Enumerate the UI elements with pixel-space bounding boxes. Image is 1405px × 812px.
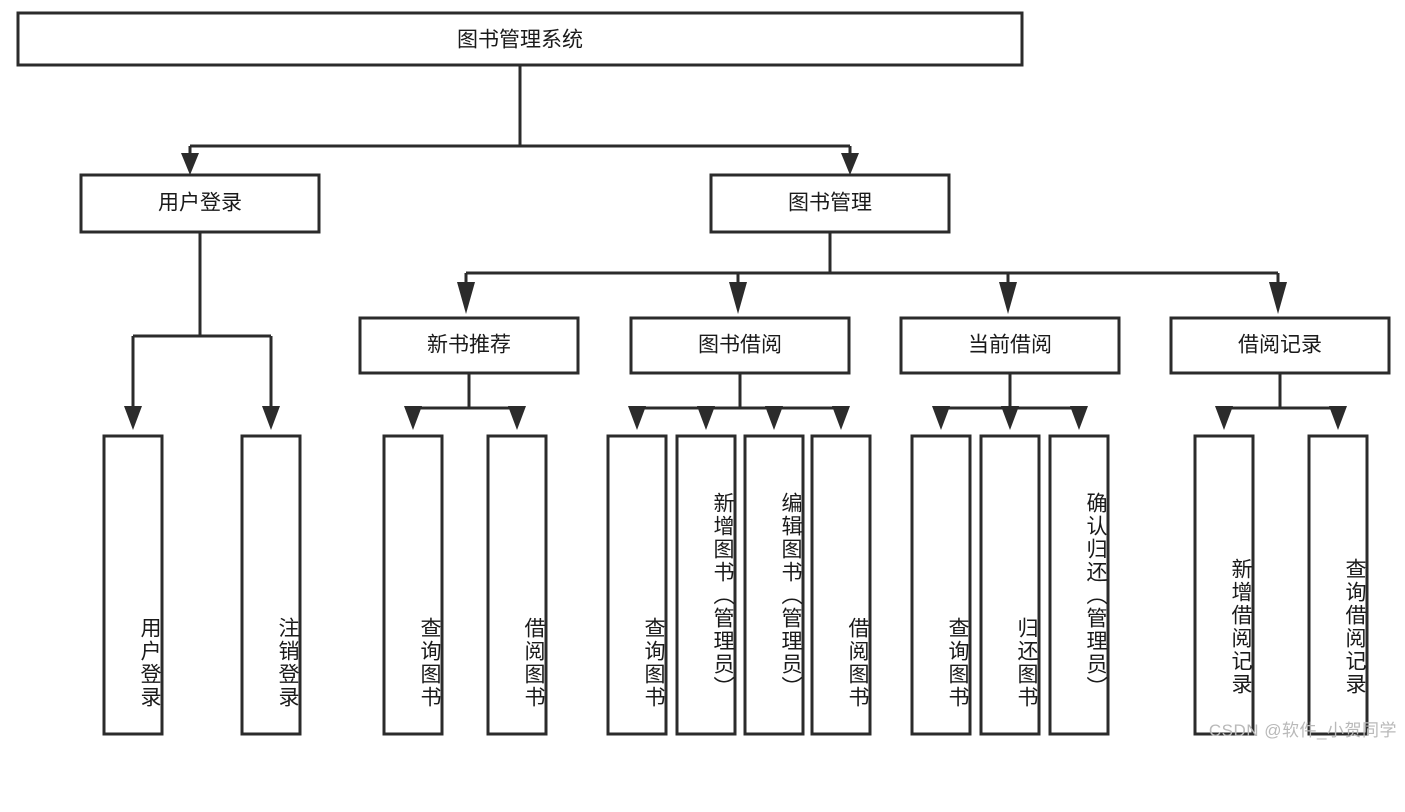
node-leaf-query-record-box[interactable] [1307, 434, 1369, 736]
arrow-head-leaf-user-login [124, 406, 142, 430]
arrow-head-user-login [181, 153, 199, 175]
node-book-manage[interactable]: 图书管理 [709, 173, 951, 234]
node-borrow-record-label: 借阅记录 [1238, 334, 1322, 357]
node-current-borrow-label: 当前借阅 [968, 334, 1052, 357]
node-borrow-record-box[interactable] [1169, 316, 1391, 375]
arrow-head-leaf-query-book-1 [404, 406, 422, 430]
arrow-head-leaf-borrow-book-1 [508, 406, 526, 430]
node-new-book-recommend-label: 新书推荐 [427, 334, 511, 357]
arrow-head-leaf-query-book-2 [628, 406, 646, 430]
node-borrow-record[interactable]: 借阅记录 [1169, 316, 1391, 375]
arrow-head-borrow-record [1269, 282, 1287, 314]
arrow-head-leaf-add-record [1215, 406, 1233, 430]
arrow-head-leaf-query-book-3 [932, 406, 950, 430]
node-book-borrow-label: 图书借阅 [698, 334, 782, 357]
node-leaf-confirm-return-box[interactable] [1048, 434, 1110, 736]
node-leaf-query-book-3-box[interactable] [910, 434, 972, 736]
node-current-borrow[interactable]: 当前借阅 [899, 316, 1121, 375]
node-book-manage-label: 图书管理 [788, 192, 872, 215]
node-current-borrow-box[interactable] [899, 316, 1121, 375]
node-leaf-query-book-1-box[interactable] [382, 434, 444, 736]
watermark-label: CSDN @软件_小贺同学 [1208, 721, 1397, 740]
node-new-book-recommend-box[interactable] [358, 316, 580, 375]
node-book-manage-box[interactable] [709, 173, 951, 234]
arrow-head-leaf-edit-book [765, 406, 783, 430]
arrow-head-leaf-add-book [697, 406, 715, 430]
arrow-head-leaf-return-book [1001, 406, 1019, 430]
arrow-head-book-borrow [729, 282, 747, 314]
node-leaf-add-book-box[interactable] [675, 434, 737, 736]
node-user-login-box[interactable] [79, 173, 321, 234]
node-leaf-return-book-box[interactable] [979, 434, 1041, 736]
node-leaf-edit-book-box[interactable] [743, 434, 805, 736]
arrow-head-leaf-query-record [1329, 406, 1347, 430]
node-leaf-borrow-book-2-box[interactable] [810, 434, 872, 736]
node-root-box[interactable] [16, 11, 1024, 67]
node-user-login[interactable]: 用户登录 [79, 173, 321, 234]
node-leaf-borrow-book-1-box[interactable] [486, 434, 548, 736]
arrow-head-new-book-recommend [457, 282, 475, 314]
arrow-head-leaf-confirm-return [1070, 406, 1088, 430]
arrow-head-current-borrow [999, 282, 1017, 314]
node-leaf-query-book-2-box[interactable] [606, 434, 668, 736]
node-book-borrow[interactable]: 图书借阅 [629, 316, 851, 375]
edges-group [124, 65, 1347, 430]
node-root[interactable]: 图书管理系统 [16, 11, 1024, 67]
arrow-head-leaf-logout-login [262, 406, 280, 430]
node-leaf-add-record-box[interactable] [1193, 434, 1255, 736]
node-new-book-recommend[interactable]: 新书推荐 [358, 316, 580, 375]
node-book-borrow-box[interactable] [629, 316, 851, 375]
node-user-login-label: 用户登录 [158, 192, 242, 215]
diagram-canvas: 图书管理系统 用户登录 图书管理 新书推荐 图书借阅 当前借阅 借阅记录 [16, 11, 1397, 740]
arrow-head-leaf-borrow-book-2 [832, 406, 850, 430]
node-leaf-logout-login-box[interactable] [240, 434, 302, 736]
org-chart-svg: 图书管理系统 用户登录 图书管理 新书推荐 图书借阅 当前借阅 借阅记录 [16, 11, 1391, 736]
node-leaf-user-login-box[interactable] [102, 434, 164, 736]
arrow-head-book-manage [841, 153, 859, 175]
node-root-label: 图书管理系统 [457, 29, 583, 52]
